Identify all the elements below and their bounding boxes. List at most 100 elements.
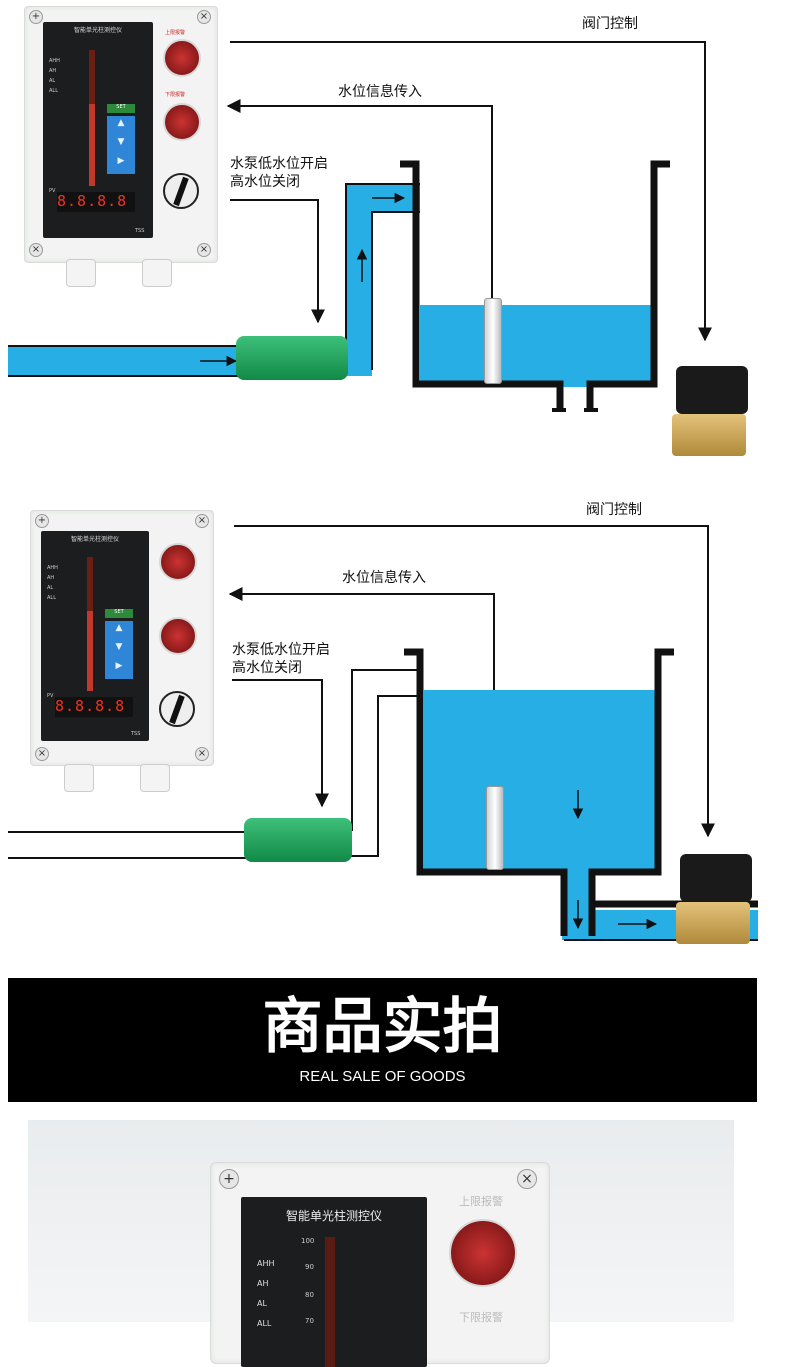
tank-wall [400, 160, 670, 410]
diagram2-schematic [8, 525, 758, 941]
valve-control-line [234, 525, 715, 838]
status-all: ALL [47, 595, 56, 601]
status-ah: AH [49, 68, 57, 74]
panel-title: 智能单光柱测控仪 [73, 27, 122, 34]
controller-box: + × × × 智能单光柱测控仪 AHH AH AL ALL SET ▲ ▼ ▶… [24, 6, 218, 263]
status-ahh: AHH [257, 1259, 275, 1268]
signal-line [226, 99, 493, 290]
status-ahh: AHH [49, 58, 60, 64]
valve-control-line [230, 41, 712, 342]
screw-icon: + [29, 10, 43, 24]
product-photo: + × 智能单光柱测控仪 AHH AH AL ALL 100 90 80 70 … [28, 1120, 734, 1367]
section-banner: 商品实拍 REAL SALE OF GOODS [8, 978, 757, 1102]
label-pump-line2: 高水位关闭 [230, 174, 300, 190]
pump-control-line [232, 679, 329, 808]
panel-title: 智能单光柱测控仪 [70, 536, 119, 543]
up-arrow-icon[interactable]: ▲ [115, 623, 123, 633]
alarm-buzzer-icon [163, 39, 201, 77]
level-bar [89, 50, 95, 186]
model-label: TSS [131, 731, 141, 737]
set-button[interactable]: SET [107, 104, 135, 113]
label-pump-line2: 高水位关闭 [232, 660, 302, 676]
label-signal: 水位信息传入 [342, 570, 426, 586]
solenoid-valve [676, 366, 748, 414]
display-panel: 智能单光柱测控仪 AHH AH AL ALL SET ▲ ▼ ▶ PV 8.8.… [41, 531, 149, 741]
alarm-buzzer-icon [159, 617, 197, 655]
status-al: AL [47, 585, 54, 591]
banner-subtitle: REAL SALE OF GOODS [299, 1068, 466, 1085]
screw-icon: × [29, 243, 43, 257]
screw-icon: × [197, 10, 211, 24]
scale-70: 70 [305, 1317, 314, 1325]
level-probe [486, 786, 504, 870]
cable-gland [64, 764, 94, 792]
level-bar [87, 557, 93, 691]
alarm-lower-label: 下限报警 [459, 1311, 503, 1324]
status-all: ALL [257, 1319, 272, 1328]
tank-water [420, 305, 654, 387]
diagram-valve-mode: + × × × 智能单光柱测控仪 AHH AH AL ALL SET ▲ ▼ ▶… [0, 500, 800, 960]
solenoid-valve [680, 854, 752, 902]
cable-gland [142, 259, 172, 287]
label-valve-control: 阀门控制 [582, 16, 638, 32]
level-bar [325, 1237, 335, 1367]
alarm-upper-label: 上限报警 [459, 1195, 503, 1208]
banner-title: 商品实拍 [262, 992, 503, 1062]
screw-icon: × [517, 1169, 537, 1189]
alarm-buzzer-icon [449, 1219, 517, 1287]
screw-icon: + [35, 514, 49, 528]
pv-label: PV [49, 188, 56, 194]
pv-display: 8.8.8.8 [55, 697, 133, 717]
status-al: AL [49, 78, 56, 84]
level-probe [484, 298, 502, 384]
nav-buttons: ▲ ▼ ▶ [105, 621, 133, 679]
status-ah: AH [47, 575, 55, 581]
tank-water [424, 690, 656, 870]
scale-80: 80 [305, 1291, 314, 1299]
cable-gland [140, 764, 170, 792]
alarm-upper-label: 上限报警 [165, 30, 186, 36]
down-arrow-icon[interactable]: ▼ [115, 642, 123, 652]
nav-buttons: ▲ ▼ ▶ [107, 116, 135, 174]
pv-display: 8.8.8.8 [57, 192, 135, 212]
alarm-buzzer-icon [159, 543, 197, 581]
label-pump-line1: 水泵低水位开启 [230, 156, 328, 172]
down-arrow-icon[interactable]: ▼ [117, 137, 125, 147]
right-arrow-icon[interactable]: ▶ [115, 661, 123, 671]
cable-gland [66, 259, 96, 287]
valve-brass-body [676, 902, 750, 944]
diagram-pump-mode: + × × × 智能单光柱测控仪 AHH AH AL ALL SET ▲ ▼ ▶… [0, 0, 800, 470]
pv-label: PV [47, 693, 54, 699]
alarm-lower-label: 下限报警 [165, 92, 186, 98]
status-ahh: AHH [47, 565, 58, 571]
controller-box: + × × × 智能单光柱测控仪 AHH AH AL ALL SET ▲ ▼ ▶… [30, 510, 214, 766]
status-ah: AH [257, 1279, 269, 1288]
label-pump-line1: 水泵低水位开启 [232, 642, 330, 658]
model-label: TSS [135, 228, 145, 234]
panel-title: 智能单光柱测控仪 [285, 1209, 382, 1223]
controller-box: + × 智能单光柱测控仪 AHH AH AL ALL 100 90 80 70 … [210, 1162, 550, 1367]
set-button[interactable]: SET [105, 609, 133, 618]
screw-icon: × [195, 514, 209, 528]
display-panel: 智能单光柱测控仪 AHH AH AL ALL 100 90 80 70 [241, 1197, 427, 1367]
label-valve-control: 阀门控制 [586, 502, 642, 518]
right-arrow-icon[interactable]: ▶ [117, 156, 125, 166]
valve-brass-body [672, 414, 746, 456]
water-pump [236, 336, 348, 380]
status-al: AL [257, 1299, 267, 1308]
pump-control-line [230, 199, 325, 324]
up-arrow-icon[interactable]: ▲ [117, 118, 125, 128]
water-pump [244, 818, 352, 862]
display-panel: 智能单光柱测控仪 AHH AH AL ALL SET ▲ ▼ ▶ PV 8.8.… [43, 22, 153, 238]
riser-pipe [346, 184, 420, 376]
alarm-buzzer-icon [163, 103, 201, 141]
scale-100: 100 [301, 1237, 315, 1245]
selector-knob[interactable] [159, 691, 195, 727]
selector-knob[interactable] [163, 173, 199, 209]
status-all: ALL [49, 88, 58, 94]
screw-icon: × [197, 243, 211, 257]
screw-icon: × [195, 747, 209, 761]
label-signal: 水位信息传入 [338, 84, 422, 100]
screw-icon: × [35, 747, 49, 761]
screw-icon: + [219, 1169, 239, 1189]
